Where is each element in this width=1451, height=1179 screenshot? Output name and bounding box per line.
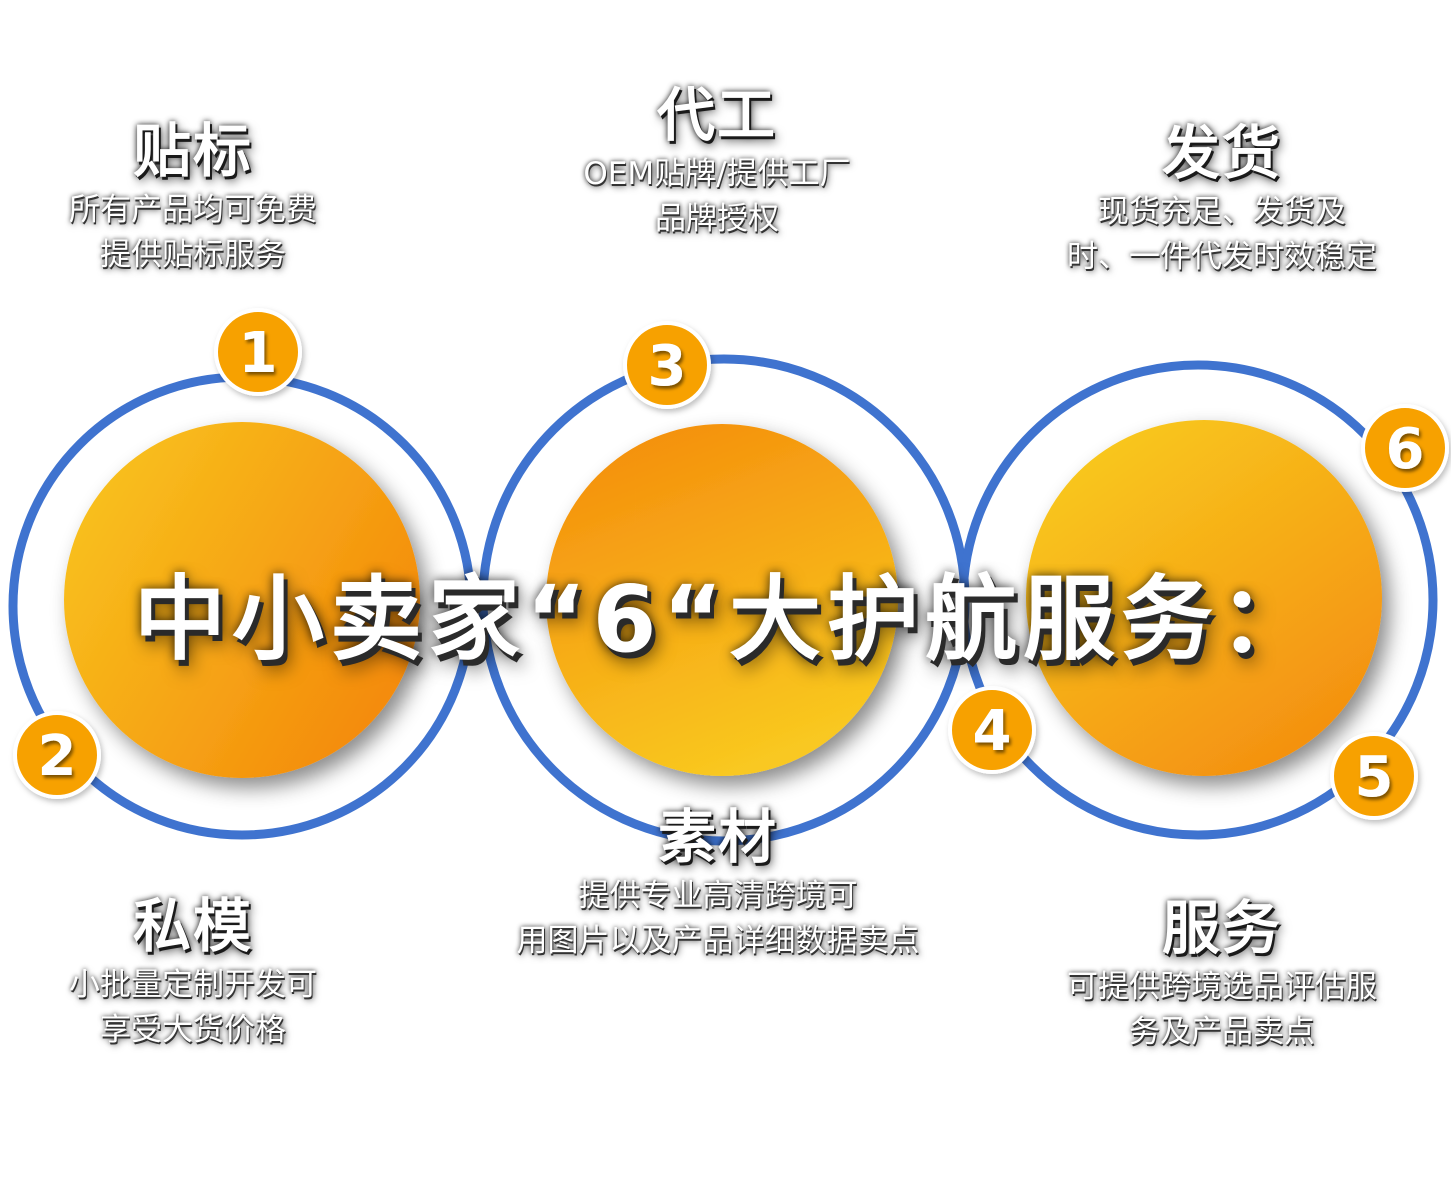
service-oem: 代工 OEM贴牌/提供工厂 品牌授权 xyxy=(507,81,927,242)
ring-right xyxy=(958,360,1438,840)
badge-6: 6 xyxy=(1361,404,1449,492)
service-label-printing: 贴标 所有产品均可免费 提供贴标服务 xyxy=(0,117,403,278)
service-title: 私模 xyxy=(132,892,253,960)
service-title: 发货 xyxy=(1161,119,1282,187)
service-desc-line: 提供专业高清跨境可 xyxy=(578,877,858,914)
service-title: 服务 xyxy=(1161,894,1282,962)
service-title: 代工 xyxy=(656,81,777,149)
orb-middle xyxy=(546,424,898,776)
orb-left xyxy=(64,422,420,778)
badge-3-number: 3 xyxy=(648,334,687,399)
service-desc-line: 提供贴标服务 xyxy=(100,236,286,273)
service-desc-line: 享受大货价格 xyxy=(100,1011,286,1048)
service-desc-line: 小批量定制开发可 xyxy=(69,966,317,1003)
service-desc-line: 现货充足、发货及 xyxy=(1098,193,1346,230)
badge-4: 4 xyxy=(948,686,1036,774)
headline: 中小卖家“6“大护航服务： xyxy=(134,566,1317,673)
badge-1-number: 1 xyxy=(239,321,278,386)
service-private-mold: 私模 小批量定制开发可 享受大货价格 xyxy=(0,892,403,1053)
badge-2: 2 xyxy=(13,711,101,799)
badge-4-number: 4 xyxy=(973,699,1012,764)
service-title: 贴标 xyxy=(132,117,253,185)
badge-5-number: 5 xyxy=(1355,745,1394,810)
badge-6-number: 6 xyxy=(1386,417,1425,482)
service-desc-line: 务及产品卖点 xyxy=(1129,1013,1315,1050)
service-desc-line: 时、一件代发时效稳定 xyxy=(1067,238,1377,275)
service-desc-line: 品牌授权 xyxy=(655,200,779,237)
service-evaluation: 服务 可提供跨境选品评估服 务及产品卖点 xyxy=(1012,894,1432,1055)
badge-3: 3 xyxy=(623,321,711,409)
service-shipping: 发货 现货充足、发货及 时、一件代发时效稳定 xyxy=(1012,119,1432,280)
badge-1: 1 xyxy=(214,308,302,396)
service-desc-line: 所有产品均可免费 xyxy=(69,191,317,228)
service-desc-line: 可提供跨境选品评估服 xyxy=(1067,968,1377,1005)
orb-right xyxy=(1026,420,1382,776)
service-materials: 素材 提供专业高清跨境可 用图片以及产品详细数据卖点 xyxy=(488,803,948,964)
service-desc-line: 用图片以及产品详细数据卖点 xyxy=(516,922,920,959)
badge-5: 5 xyxy=(1330,732,1418,820)
service-title: 素材 xyxy=(657,803,778,871)
service-desc-line: OEM贴牌/提供工厂 xyxy=(583,155,851,192)
badge-2-number: 2 xyxy=(38,724,77,789)
